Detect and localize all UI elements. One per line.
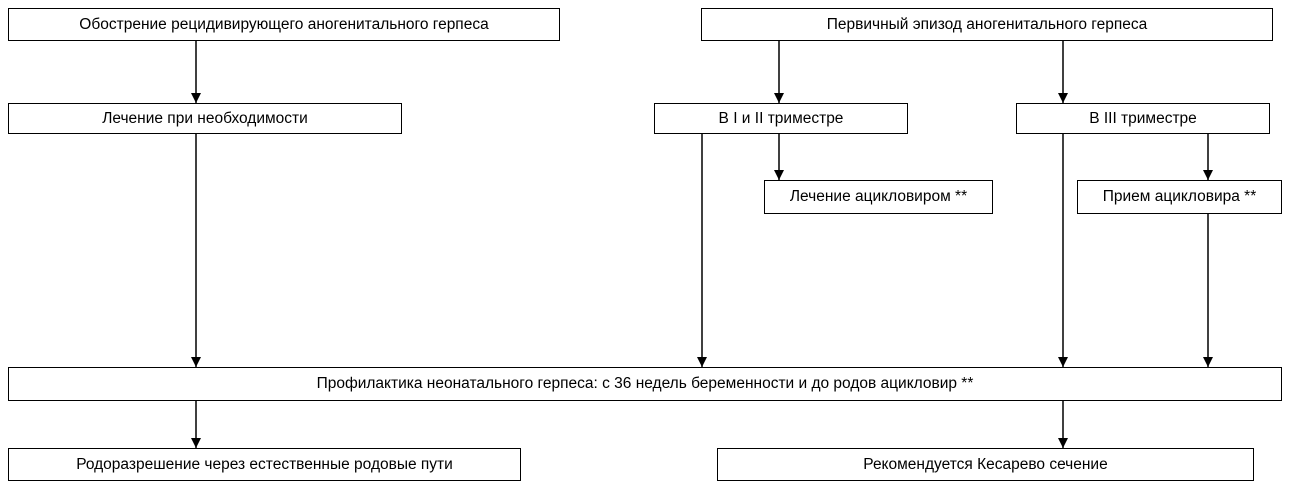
node-label: Лечение ацикловиром **: [789, 188, 968, 206]
node-cesarean-recommended: Рекомендуется Кесарево сечение: [717, 448, 1254, 481]
node-primary-herpes-episode: Первичный эпизод аногенитального герпеса: [701, 8, 1273, 41]
node-label: Родоразрешение через естественные родовы…: [76, 455, 453, 473]
node-neonatal-herpes-prophylaxis: Профилактика неонатального герпеса: с 36…: [8, 367, 1282, 401]
node-label: Рекомендуется Кесарево сечение: [863, 455, 1108, 473]
node-label: Профилактика неонатального герпеса: с 36…: [316, 375, 974, 393]
node-treatment-if-needed: Лечение при необходимости: [8, 103, 402, 134]
node-acyclovir-intake: Прием ацикловира **: [1077, 180, 1282, 214]
node-trimester-1-2: В I и II триместре: [654, 103, 908, 134]
node-label: В I и II триместре: [718, 109, 844, 127]
node-acyclovir-treatment: Лечение ацикловиром **: [764, 180, 993, 214]
node-label: В III триместре: [1089, 109, 1197, 127]
node-trimester-3: В III триместре: [1016, 103, 1270, 134]
node-vaginal-delivery: Родоразрешение через естественные родовы…: [8, 448, 521, 481]
node-label: Лечение при необходимости: [102, 109, 308, 127]
node-label: Первичный эпизод аногенитального герпеса: [826, 15, 1148, 33]
node-recurrent-herpes-exacerbation: Обострение рецидивирующего аногенитально…: [8, 8, 560, 41]
node-label: Обострение рецидивирующего аногенитально…: [79, 15, 489, 33]
node-label: Прием ацикловира **: [1102, 188, 1257, 206]
